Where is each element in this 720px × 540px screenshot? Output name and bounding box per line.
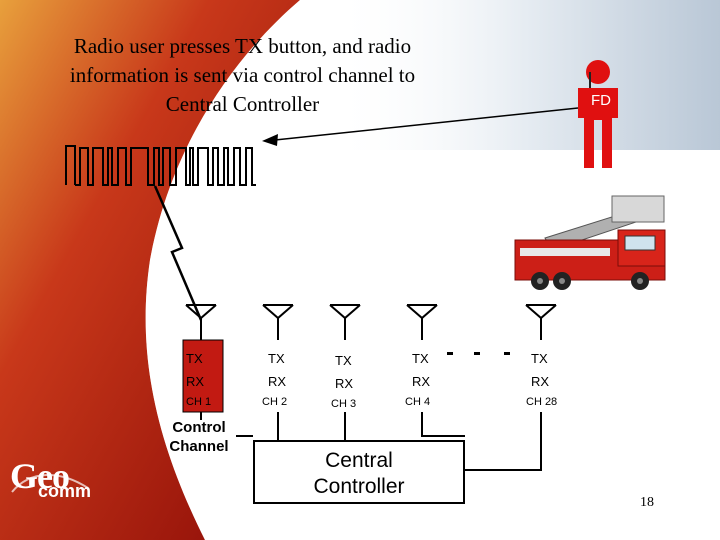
geocomm-logo: Geo comm bbox=[10, 455, 91, 501]
red-swoosh-background bbox=[0, 0, 300, 540]
logo-comm-text: comm bbox=[38, 481, 92, 501]
lightning-bolt bbox=[153, 185, 203, 321]
antenna-ch4 bbox=[406, 304, 438, 340]
ch28-tx-label: TX bbox=[531, 351, 548, 366]
control-channel-line: Channel bbox=[169, 438, 229, 455]
title-line: information is sent via control channel … bbox=[69, 63, 416, 87]
signal-arrow-line bbox=[274, 107, 579, 141]
title-line: Radio user presses TX button, and radio bbox=[73, 34, 412, 58]
ch3-channel-label: CH 3 bbox=[331, 398, 357, 410]
ch1-tx-label: TX bbox=[186, 351, 203, 366]
antenna-ch28 bbox=[525, 304, 557, 340]
central-controller-line: Central bbox=[325, 449, 393, 472]
ch1-rx-label: RX bbox=[186, 374, 205, 389]
ch2-rx-label: RX bbox=[268, 374, 287, 389]
fd-label: FD bbox=[591, 92, 611, 109]
ch3-rx-label: RX bbox=[335, 376, 354, 391]
control-channel-radio-unit bbox=[182, 339, 224, 413]
fd-radio-user-figure bbox=[578, 60, 618, 168]
fire-truck-icon bbox=[514, 195, 666, 290]
ch2-channel-label: CH 2 bbox=[262, 396, 288, 408]
title-line: Central Controller bbox=[165, 92, 320, 116]
slide-title: Radio user presses TX button, and radio … bbox=[30, 32, 455, 119]
ch28-rx-label: RX bbox=[531, 374, 550, 389]
logo-geo-text: Geo bbox=[10, 456, 70, 496]
antenna-ch1 bbox=[185, 304, 217, 340]
ch28-channel-label: CH 28 bbox=[526, 396, 558, 408]
controller-connection-lines bbox=[200, 412, 542, 471]
central-controller-line: Controller bbox=[313, 475, 405, 498]
sky-photo-area bbox=[330, 0, 720, 150]
ch2-tx-label: TX bbox=[268, 351, 285, 366]
central-controller-box bbox=[253, 440, 465, 504]
page-number: 18 bbox=[640, 495, 654, 510]
ellipsis-dots bbox=[447, 352, 510, 355]
ch4-channel-label: CH 4 bbox=[405, 396, 431, 408]
signal-arrow-head bbox=[262, 134, 278, 146]
antenna-ch2 bbox=[262, 304, 294, 340]
antenna-ch3 bbox=[329, 304, 361, 340]
ch4-rx-label: RX bbox=[412, 374, 431, 389]
central-controller-label: Central Controller bbox=[253, 448, 465, 500]
logo-swoosh bbox=[11, 474, 89, 493]
ch3-tx-label: TX bbox=[335, 353, 352, 368]
ch4-tx-label: TX bbox=[412, 351, 429, 366]
signal-waveform bbox=[65, 145, 256, 186]
control-channel-line: Control bbox=[172, 419, 226, 436]
control-channel-label: Control Channel bbox=[160, 418, 238, 456]
ch1-channel-label: CH 1 bbox=[186, 396, 212, 408]
